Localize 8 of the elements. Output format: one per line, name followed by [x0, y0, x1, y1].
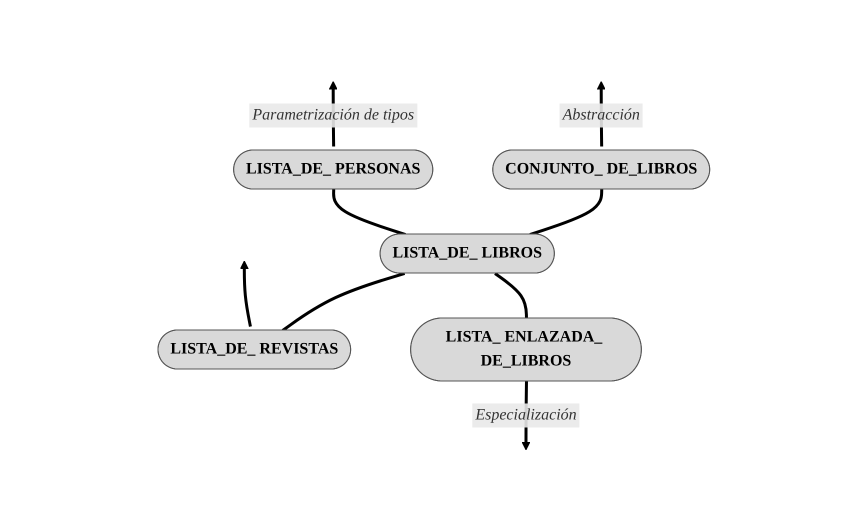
connector: [332, 188, 406, 236]
connector: [282, 272, 406, 332]
edge-label: Especialización: [475, 406, 577, 423]
connector: [494, 272, 528, 318]
connector: [530, 188, 604, 236]
edge-label: Parametrización de tipos: [252, 106, 414, 123]
arrow: [240, 260, 252, 326]
edge-label: Abstracción: [562, 106, 640, 123]
